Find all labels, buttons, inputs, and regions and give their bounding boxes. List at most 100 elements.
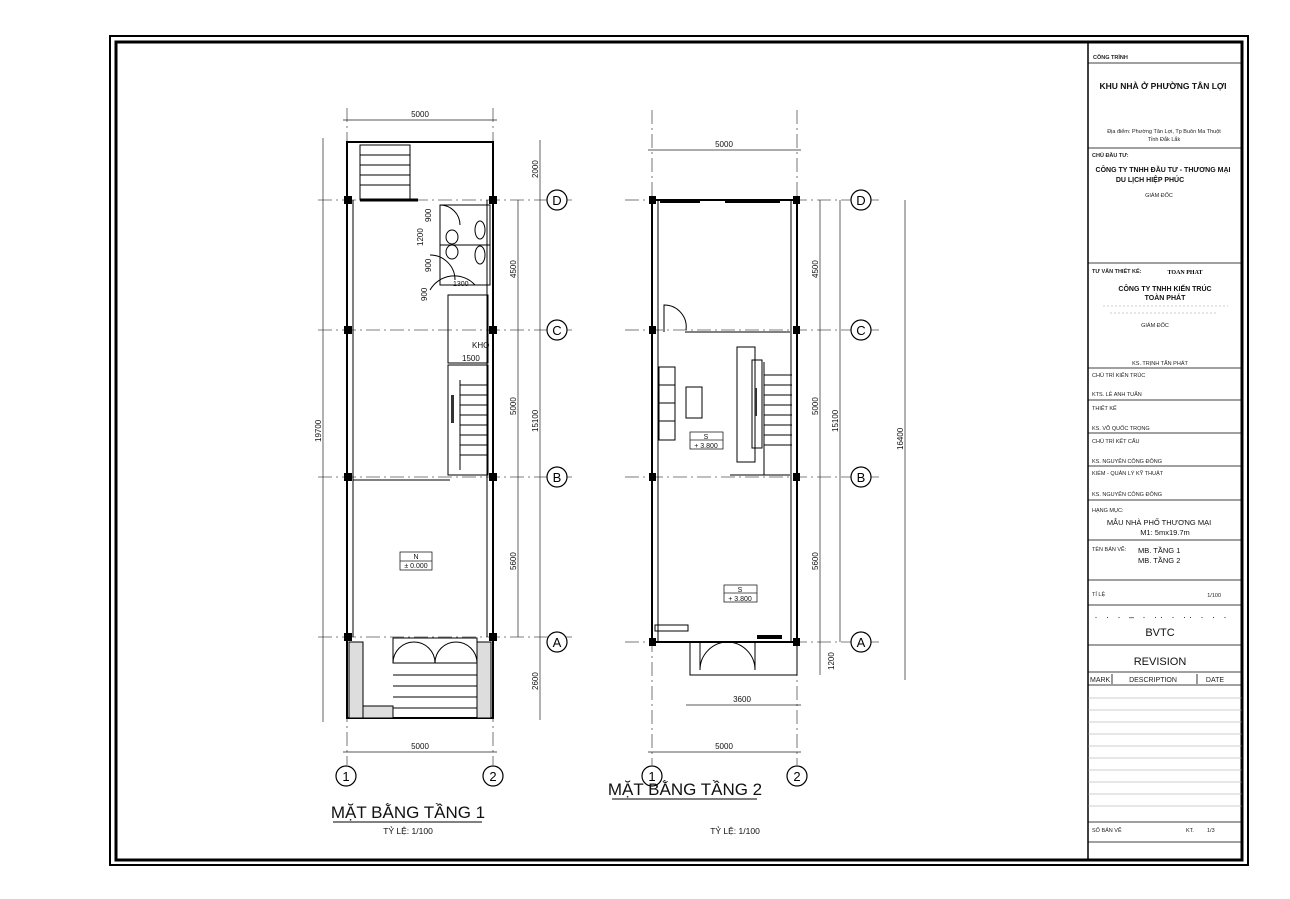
level-tag: N ± 0.000 <box>399 551 433 571</box>
label-title-block-sheet-no-label: SỐ BẢN VẼ <box>1092 827 1122 834</box>
label-plan2-dim-balcony: 3600 <box>733 695 751 704</box>
project-name: KHU NHÀ Ở PHƯỜNG TÂN LỢI <box>1099 80 1226 91</box>
label-title-block-investor-1: CÔNG TY TNHH ĐẦU TƯ - THƯƠNG MẠI <box>1096 164 1231 174</box>
label-plan1-dims-inner-2: 5600 <box>509 552 518 570</box>
label-grid-rows-1: C <box>856 323 865 338</box>
label-title-block-rev-cols-0: MARK <box>1090 677 1111 684</box>
label-plan2-dims-inner-0: 4500 <box>811 260 820 278</box>
label-title-block-investor-role: GIÁM ĐỐC <box>1145 192 1173 199</box>
label-title-block-roles-2-name: KS. NGUYỄN CÔNG ĐÔNG <box>1092 458 1162 465</box>
label-title-block-sheet-1: MB. TẦNG 1 <box>1138 545 1180 555</box>
svg-text:· · · – · ·· · ·· · · ·: · · · – · ·· · ·· · · · <box>1095 612 1230 622</box>
label-title-block-roles-2-label: CHỦ TRÌ KẾT CẤU <box>1092 438 1139 445</box>
plan-1-title: MẶT BẰNG TẦNG 1 <box>331 803 485 822</box>
floor-plan-2: S + 3.800 S + 3.800 5000 3600 <box>608 110 906 836</box>
label-title-block-sheet-2: MB. TẦNG 2 <box>1138 555 1180 565</box>
label-plan1-dim-total: 19700 <box>314 419 323 442</box>
revision-rows <box>1088 697 1242 807</box>
sofa-set <box>658 366 703 441</box>
exterior-wall <box>346 141 494 719</box>
label-title-block-roles-3-name: KS. NGUYỄN CÔNG ĐÔNG <box>1092 491 1162 498</box>
label-plan1-dims-outer-0: 2000 <box>531 160 540 178</box>
store-label: KHO <box>472 341 489 350</box>
label-title-block-consultant-person: KS. TRỊNH TẤN PHÁT <box>1132 360 1188 367</box>
label-plan1-dim-bottom: 5000 <box>411 742 429 751</box>
dimensions: 5000 3600 5000 4500 5000 5600 1200 15100… <box>648 140 906 753</box>
label-title-block-location-2: Tỉnh Đắk Lắk <box>1148 136 1181 143</box>
label-plan1-dim-top: 5000 <box>411 110 429 119</box>
label-title-block-scale-value: 1/100 <box>1207 593 1221 599</box>
revision-header: REVISION <box>1134 656 1187 668</box>
label-title-block-category-2: M1: 5mx19.7m <box>1140 528 1190 537</box>
label-plan2-dim-mid: 15100 <box>831 409 840 432</box>
label-grid-cols-0: 1 <box>648 769 655 784</box>
toilet-block: 1200 900 900 900 1300 <box>416 204 491 301</box>
staircase <box>447 364 489 476</box>
front-entrance <box>348 637 492 719</box>
label-grid-rows-3: A <box>857 635 866 650</box>
structural-columns <box>649 196 800 646</box>
sheet-outer-frame <box>109 35 1249 866</box>
staircase <box>730 346 792 476</box>
level-tag: S + 3.800 <box>689 431 724 450</box>
label-grid-rows-0: D <box>856 193 865 208</box>
label-title-block-sheet-no-prefix: KT. <box>1186 828 1194 834</box>
label-grid-cols-1: 2 <box>489 769 496 784</box>
label-title-block-rev-cols-2: DATE <box>1206 677 1224 684</box>
front-balcony <box>654 624 798 676</box>
label-plan2-dim-total: 16400 <box>896 427 905 450</box>
label-plan1-level-value: ± 0.000 <box>404 563 427 570</box>
label-grid-rows-0: D <box>552 193 561 208</box>
title-block: CÔNG TRÌNH KHU NHÀ Ở PHƯỜNG TÂN LỢI Địa … <box>1087 42 1242 860</box>
label-plan1-dims-outer-2: 2600 <box>531 672 540 690</box>
label-grid-rows-1: C <box>552 323 561 338</box>
label-title-block-roles-3-label: KIỂM - QUẢN LÝ KỸ THUẬT <box>1092 470 1164 477</box>
label-grid-cols-1: 2 <box>793 769 800 784</box>
label-grid-rows-3: A <box>553 635 562 650</box>
label-plan2-dim-bottom: 5000 <box>715 742 733 751</box>
label-title-block-consultant-2: TOÀN PHÁT <box>1145 293 1186 302</box>
door <box>663 304 687 332</box>
label-grid-rows-2: B <box>553 470 562 485</box>
dim-900-b: 900 <box>424 258 433 272</box>
plan-1-scale: TỶ LỆ: 1/100 <box>383 825 433 836</box>
structural-columns <box>344 196 497 641</box>
label-title-block-consultant-label: TƯ VẤN THIẾT KẾ: <box>1092 268 1142 275</box>
label-plan2-dim-top: 5000 <box>715 140 733 149</box>
label-plan1-dims-inner-1: 5000 <box>509 397 518 415</box>
label-title-block-project-label: CÔNG TRÌNH <box>1093 53 1128 61</box>
label-plan2-dims-inner-2: 5600 <box>811 552 820 570</box>
plan-2-scale: TỶ LỆ: 1/100 <box>710 825 760 836</box>
label-plan1-level-tag: N <box>413 554 418 561</box>
plan-2-title: MẶT BẰNG TẦNG 2 <box>608 780 762 799</box>
level-tag: S + 3.800 <box>723 584 758 603</box>
store-room <box>447 294 489 364</box>
label-title-block-rev-cols-1: DESCRIPTION <box>1129 677 1177 684</box>
sheet-inner-frame <box>114 40 1244 862</box>
label-title-block-scale-label: TỈ LỆ <box>1092 590 1105 598</box>
stage-label: BVTC <box>1145 627 1174 639</box>
label-plan1-dims-outer-1: 15100 <box>531 409 540 432</box>
label-plan2-level-tag: S <box>704 434 709 441</box>
grid-bubbles: D C B A 1 2 <box>641 189 872 787</box>
label-grid-cols-0: 1 <box>342 769 349 784</box>
label-title-block-location-1: Địa điểm: Phường Tân Lợi, Tp Buôn Ma Thu… <box>1107 128 1221 135</box>
dim-1200: 1200 <box>416 228 425 246</box>
label-plan1-dims-inner-0: 4500 <box>509 260 518 278</box>
floor-plan-1: 1200 900 900 900 1300 KHO 1500 <box>314 108 575 836</box>
label-title-block-investor-2: DU LỊCH HIỆP PHÚC <box>1116 175 1184 184</box>
dim-900-c: 900 <box>420 287 429 301</box>
label-title-block-roles-1-label: THIẾT KẾ <box>1092 405 1117 412</box>
label-title-block-category-1: MẪU NHÀ PHỐ THƯƠNG MẠI <box>1107 517 1211 527</box>
sheet-number: 1/3 <box>1207 828 1215 834</box>
label-title-block-sheet-label: TÊN BẢN VẼ: <box>1092 545 1127 553</box>
label-grid-rows-2: B <box>857 470 866 485</box>
dim-1300: 1300 <box>453 281 469 288</box>
grid-bubbles: D C B A 1 2 <box>335 189 568 787</box>
label-title-block-roles-0-name: KTS. LÊ ANH TUẤN <box>1092 390 1142 398</box>
dim-900-a: 900 <box>424 208 433 222</box>
dimensions: 5000 5000 19700 4500 5000 5600 2000 1510… <box>314 110 541 753</box>
label-plan2-dims-inner-3: 1200 <box>827 652 836 670</box>
label-title-block-roles-1-name: KS. VÕ QUỐC TRỌNG <box>1092 425 1150 432</box>
